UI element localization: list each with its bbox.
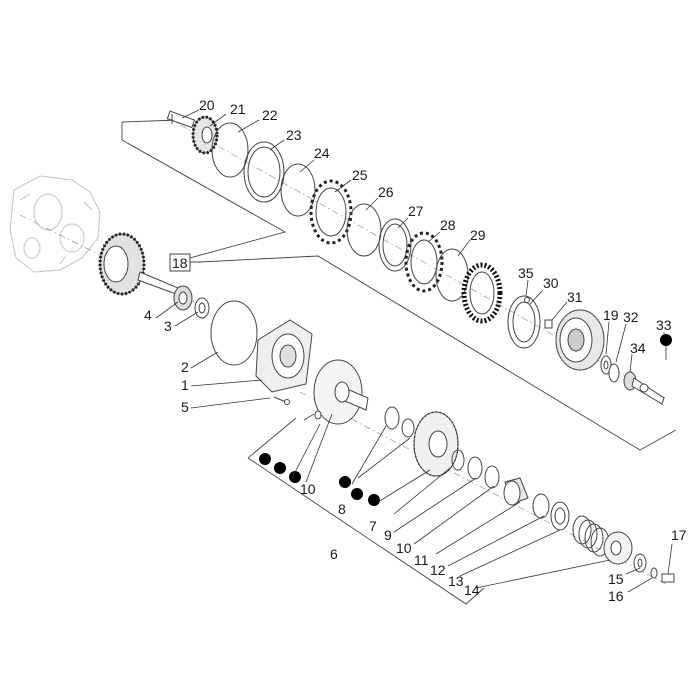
- ring-part-13: [532, 493, 550, 519]
- ring-part-10a: [384, 406, 400, 430]
- callout-7: 7: [369, 518, 377, 534]
- pin-part-lower: [303, 410, 322, 421]
- fan-pulley-part-7: [413, 411, 459, 477]
- dot-marker: [274, 462, 286, 474]
- ring-part-26: [346, 203, 382, 257]
- callout-34: 34: [630, 340, 646, 356]
- callout-11: 11: [414, 552, 429, 568]
- toothed-plate-part-29b: [461, 262, 503, 324]
- callout-20: 20: [199, 97, 215, 113]
- callout-24: 24: [314, 145, 330, 161]
- callout-31: 31: [567, 289, 583, 305]
- washer-part-15: [633, 553, 647, 573]
- callout-33: 33: [656, 317, 672, 333]
- seal-part-3: [194, 297, 210, 319]
- callout-19: 19: [603, 307, 619, 323]
- clutch-drum-part: [555, 309, 605, 371]
- mid-axis: [19, 214, 201, 306]
- callout-35: 35: [518, 265, 534, 281]
- callout-32: 32: [623, 309, 639, 325]
- ring-part-11: [484, 465, 500, 489]
- callout-13: 13: [448, 573, 464, 589]
- screw-part-5: [273, 396, 290, 405]
- engine-housing-ghost: [9, 175, 101, 273]
- ring-part-10b: [401, 418, 415, 438]
- clutch-bell-part: [98, 232, 179, 296]
- callout-10-upper: 10: [300, 481, 316, 497]
- o-ring-part-22: [211, 122, 249, 178]
- callout-18: 18: [172, 255, 188, 271]
- callout-28: 28: [440, 217, 456, 233]
- clutch-plate-part-25: [309, 179, 353, 245]
- callout-27: 27: [408, 203, 424, 219]
- pin-part-35: [524, 297, 530, 303]
- callout-3: 3: [164, 318, 172, 334]
- callout-10-lower: 10: [396, 540, 412, 556]
- clutch-plate-part-28: [404, 231, 444, 293]
- shaft-part-33: [623, 371, 665, 405]
- washer-part-32: [608, 363, 620, 383]
- callout-1: 1: [181, 377, 189, 393]
- ring-part-9: [451, 449, 465, 471]
- callout-17: 17: [671, 527, 687, 543]
- bolt-part-20: [166, 110, 196, 129]
- washer-part-19: [600, 355, 612, 375]
- frame-upper-top: [121, 119, 181, 123]
- dot-marker: [259, 453, 271, 465]
- callout-30: 30: [543, 275, 559, 291]
- callout-16: 16: [608, 588, 624, 604]
- sleeve-part-12: [503, 477, 529, 506]
- frame-lower-assembly: [247, 417, 485, 605]
- bearing-part-4: [173, 285, 193, 311]
- friction-disc-part-23: [243, 141, 285, 203]
- callout-12: 12: [430, 562, 446, 578]
- plate-part-30: [507, 295, 541, 349]
- callout-29: 29: [470, 227, 486, 243]
- o-ring-part-2: [210, 300, 258, 366]
- washer-part-16: [650, 567, 658, 579]
- callout-8: 8: [338, 501, 346, 517]
- gear-hub-part-21: [191, 115, 219, 155]
- callout-9: 9: [384, 527, 392, 543]
- pulley-half-part: [313, 359, 369, 425]
- callout-4: 4: [144, 307, 152, 323]
- frame-upper-assembly: [121, 122, 677, 451]
- callout-22: 22: [262, 107, 278, 123]
- bolt-part-17: [661, 573, 675, 583]
- callout-15: 15: [608, 571, 624, 587]
- dot-marker: [339, 476, 351, 488]
- callout-26: 26: [378, 184, 394, 200]
- cover-part-1: [255, 319, 313, 393]
- callout-23: 23: [286, 127, 302, 143]
- leader-lines: [155, 109, 673, 593]
- callout-25: 25: [352, 167, 368, 183]
- callout-5: 5: [181, 399, 189, 415]
- lower-axis: [299, 391, 669, 586]
- callout-14: 14: [464, 582, 480, 598]
- ring-part-24: [280, 163, 316, 217]
- nut-part-31: [544, 319, 553, 329]
- dot-marker-33: [660, 334, 672, 346]
- cap-part-14b: [603, 531, 633, 565]
- seal-part-13b: [550, 501, 570, 531]
- callout-21: 21: [230, 101, 246, 117]
- dot-marker: [289, 471, 301, 483]
- callout-18-box: [169, 253, 191, 272]
- dot-marker: [368, 494, 380, 506]
- callout-6: 6: [330, 546, 338, 562]
- ring-part-29: [435, 248, 469, 302]
- callout-2: 2: [181, 359, 189, 375]
- ring-part-10c: [467, 456, 483, 480]
- dot-marker: [351, 488, 363, 500]
